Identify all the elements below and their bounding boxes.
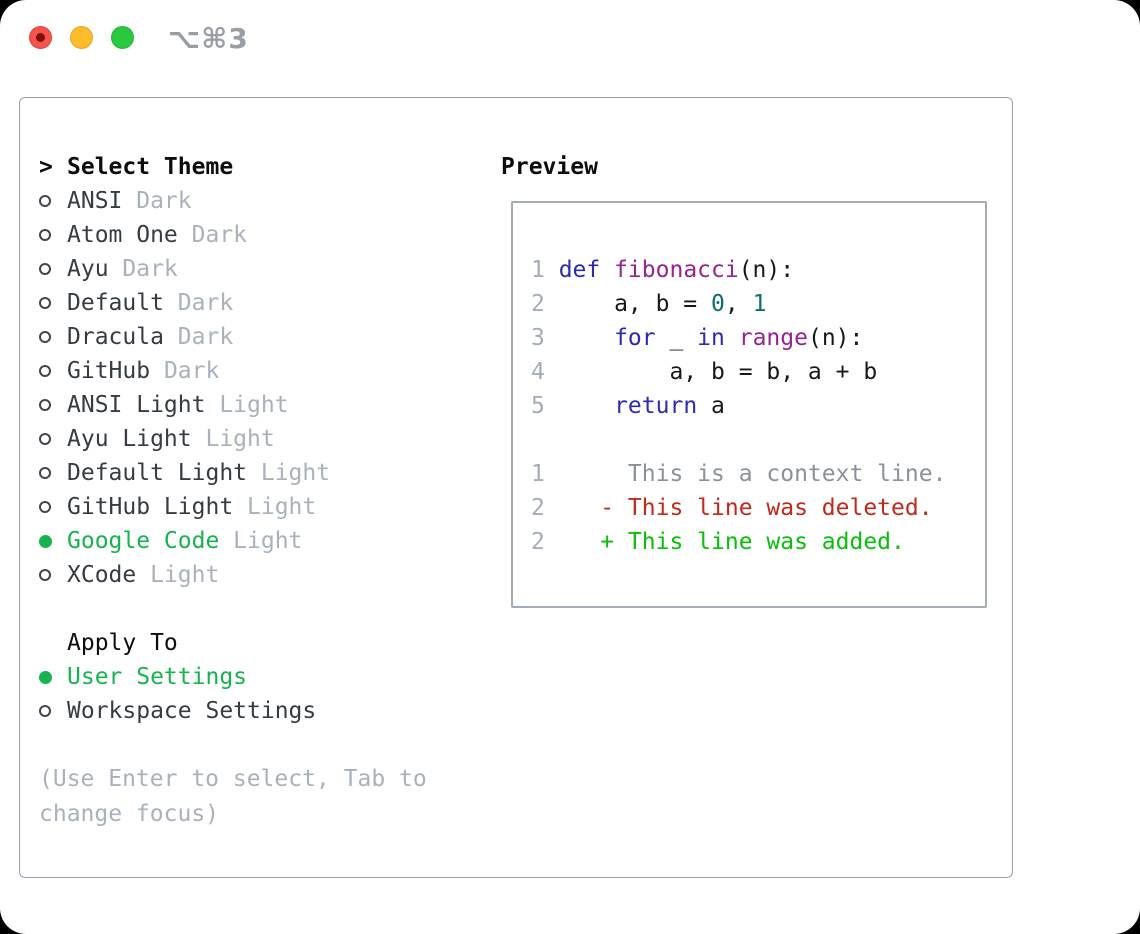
radio-icon <box>39 705 67 717</box>
theme-variant-tag: Dark <box>136 188 192 214</box>
code-line: 2 + This line was added. <box>531 525 985 559</box>
title-bar: ⌥⌘3 <box>0 0 1140 76</box>
spacer <box>39 728 479 762</box>
code-line <box>531 219 985 253</box>
help-text-line: (Use Enter to select, Tab to <box>39 766 427 792</box>
radio-icon <box>39 399 67 411</box>
option-label: Dracula <box>67 324 164 350</box>
unsaved-dot-icon <box>36 33 45 42</box>
theme-variant-tag: Dark <box>122 256 178 282</box>
radio-icon <box>39 195 67 207</box>
close-button[interactable] <box>29 26 52 49</box>
radio-icon <box>39 433 67 445</box>
line-number: 2 <box>531 529 545 555</box>
zoom-button[interactable] <box>111 26 134 49</box>
theme-list-item[interactable]: Dracula Dark <box>39 320 479 354</box>
theme-list-item[interactable]: Default Light Light <box>39 456 479 490</box>
line-number: 1 <box>531 257 545 283</box>
radio-icon <box>39 365 67 377</box>
theme-list-item[interactable]: XCode Light <box>39 558 479 592</box>
theme-list-header: > Select Theme <box>39 150 479 184</box>
code-line: 1 This is a context line. <box>531 457 985 491</box>
line-number: 4 <box>531 359 545 385</box>
theme-list-item[interactable]: Default Dark <box>39 286 479 320</box>
theme-list-item[interactable]: ANSI Light Light <box>39 388 479 422</box>
option-label: Ayu <box>67 256 109 282</box>
radio-icon <box>39 263 67 275</box>
line-number: 3 <box>531 325 545 351</box>
theme-variant-tag: Light <box>247 494 317 520</box>
theme-list-item[interactable]: Ayu Dark <box>39 252 479 286</box>
code-line: 2 - This line was deleted. <box>531 491 985 525</box>
apply-to-header: Apply To <box>39 626 479 660</box>
option-label: ANSI Light <box>67 392 206 418</box>
theme-variant-tag: Light <box>233 528 303 554</box>
minimize-button[interactable] <box>70 26 93 49</box>
help-text-line: change focus) <box>39 801 220 827</box>
radio-selected-icon <box>39 534 67 548</box>
option-label: ANSI <box>67 188 123 214</box>
option-label: GitHub <box>67 358 151 384</box>
option-label: Workspace Settings <box>67 698 317 724</box>
theme-list-title: Select Theme <box>67 154 234 180</box>
code-line: 3 for _ in range(n): <box>531 321 985 355</box>
apply-to-option[interactable]: Workspace Settings <box>39 694 479 728</box>
theme-list-item[interactable]: GitHub Dark <box>39 354 479 388</box>
option-label: Default <box>67 290 164 316</box>
radio-icon <box>39 467 67 479</box>
theme-variant-tag: Light <box>150 562 220 588</box>
option-label: XCode <box>67 562 137 588</box>
theme-variant-tag: Dark <box>177 324 234 350</box>
help-text: (Use Enter to select, Tab to change focus… <box>39 762 479 832</box>
code-line <box>531 423 985 457</box>
line-number: 2 <box>531 291 545 317</box>
option-label: Default Light <box>67 460 248 486</box>
theme-list-item[interactable]: Google Code Light <box>39 524 479 558</box>
apply-to-option[interactable]: User Settings <box>39 660 479 694</box>
line-number: 5 <box>531 393 545 419</box>
cursor-prefix-icon: > <box>39 154 53 180</box>
radio-icon <box>39 569 67 581</box>
option-label: Atom One <box>67 222 178 248</box>
preview-title: Preview <box>501 154 598 180</box>
option-label: Ayu Light <box>67 426 192 452</box>
code-line: 2 a, b = 0, 1 <box>531 287 985 321</box>
theme-list-item[interactable]: ANSI Dark <box>39 184 479 218</box>
code-line: 4 a, b = b, a + b <box>531 355 985 389</box>
line-number: 2 <box>531 495 545 521</box>
radio-icon <box>39 501 67 513</box>
traffic-lights <box>29 26 134 49</box>
code-line: 5 return a <box>531 389 985 423</box>
theme-variant-tag: Light <box>205 426 275 452</box>
radio-icon <box>39 229 67 241</box>
theme-variant-tag: Dark <box>177 290 234 316</box>
spacer <box>39 592 479 626</box>
theme-list-item[interactable]: Ayu Light Light <box>39 422 479 456</box>
option-label: User Settings <box>67 664 248 690</box>
window-shortcut-label: ⌥⌘3 <box>168 22 249 55</box>
option-label: Google Code <box>67 528 220 554</box>
radio-icon <box>39 331 67 343</box>
theme-list-item[interactable]: GitHub Light Light <box>39 490 479 524</box>
line-number: 1 <box>531 461 545 487</box>
theme-variant-tag: Light <box>219 392 289 418</box>
radio-icon <box>39 297 67 309</box>
theme-variant-tag: Dark <box>163 358 220 384</box>
theme-variant-tag: Light <box>260 460 331 486</box>
apply-to-title: Apply To <box>67 630 178 656</box>
option-label: GitHub Light <box>67 494 234 520</box>
theme-list-item[interactable]: Atom One Dark <box>39 218 479 252</box>
radio-selected-icon <box>39 670 67 684</box>
theme-variant-tag: Dark <box>191 222 248 248</box>
